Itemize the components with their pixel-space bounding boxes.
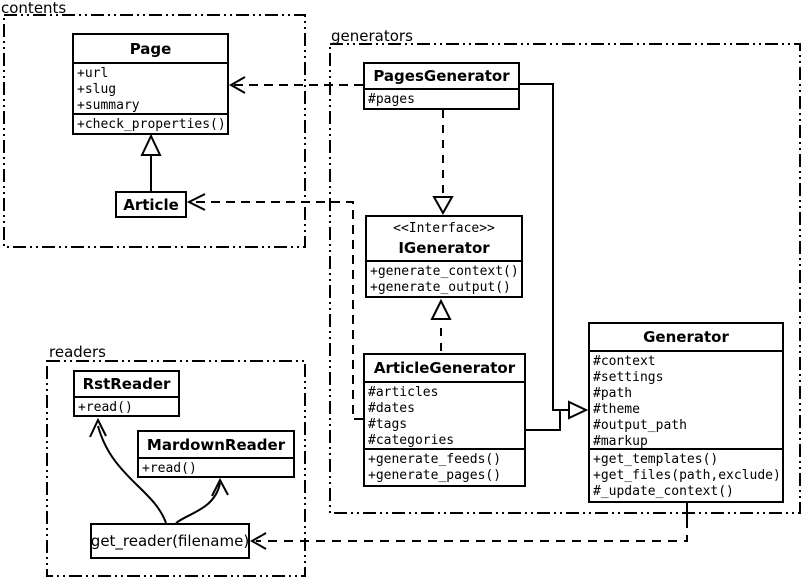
package-readers-border (46, 360, 306, 577)
class-box-article: Article (115, 191, 187, 218)
attribute: #markup (593, 434, 648, 449)
methods-compartment: +check_properties() (74, 113, 227, 133)
method: +read() (78, 400, 133, 415)
method: #_update_context() (593, 484, 734, 499)
methods-compartment: +read() (75, 396, 178, 415)
dependency-articlegenerator-article-line (193, 201, 363, 420)
attributes-compartment: #pages (365, 88, 518, 108)
attribute: #tags (368, 417, 408, 432)
function-box-get-reader: get_reader(filename) (90, 523, 250, 559)
method: +generate_feeds() (368, 452, 502, 467)
generalization-articlegenerator-generator-line (526, 411, 561, 431)
method: +generate_context() (370, 264, 519, 279)
attribute: +slug (77, 82, 117, 97)
dependency-articlegenerator-article-arrowhead-icon (186, 193, 206, 211)
edge-getreader-rstreader-curve (97, 425, 167, 524)
package-contents-border (3, 14, 306, 248)
method: +generate_pages() (368, 468, 502, 483)
class-box-rstreader: RstReader +read() (73, 370, 180, 417)
class-header: <<Interface>> IGenerator (367, 217, 521, 260)
attribute: #settings (593, 370, 664, 385)
class-title: PagesGenerator (373, 67, 510, 85)
method: +generate_output() (370, 280, 511, 295)
package-label-contents: contents (1, 0, 67, 17)
attribute: #pages (368, 92, 415, 107)
package-generators-border (329, 43, 801, 514)
function-label: get_reader(filename) (90, 532, 250, 550)
class-title: Generator (643, 328, 729, 346)
edge-getreader-markdownreader-arrowhead-icon (211, 477, 229, 497)
class-title: IGenerator (398, 238, 490, 257)
realization-articlegenerator-igenerator-triangle-icon (430, 298, 452, 320)
class-box-page: Page +url +slug +summary +check_properti… (72, 33, 229, 135)
attribute: +summary (77, 98, 140, 113)
class-box-igenerator: <<Interface>> IGenerator +generate_conte… (365, 215, 523, 298)
class-title: Page (129, 39, 172, 58)
attributes-compartment: +url +slug +summary (74, 62, 227, 113)
generalization-pagesgenerator-generator-line (520, 83, 569, 411)
attributes-compartment: #context #settings #path #theme #output_… (590, 350, 782, 449)
class-title: RstReader (82, 375, 171, 393)
dependency-generator-getreader-arrowhead-icon (249, 532, 267, 550)
edge-getreader-rstreader-arrowhead-icon (89, 417, 107, 438)
method: +get_templates() (593, 452, 719, 467)
generalization-generator-triangle-icon (568, 400, 589, 420)
package-label-generators: generators (331, 27, 413, 45)
class-box-generator: Generator #context #settings #path #them… (588, 322, 784, 503)
attribute: #categories (368, 433, 455, 448)
methods-compartment: +get_templates() +get_files(path,exclude… (590, 448, 782, 501)
attribute: #context (593, 354, 656, 369)
attribute: #articles (368, 385, 439, 400)
attribute: +url (77, 66, 109, 81)
attribute: #path (593, 386, 633, 401)
class-box-pagesgenerator: PagesGenerator #pages (363, 62, 520, 110)
realization-pagesgenerator-igenerator-triangle-icon (432, 196, 454, 216)
edge-getreader-markdownreader-curve (175, 482, 221, 524)
generalization-article-page-triangle-icon (140, 133, 162, 156)
attribute: #dates (368, 401, 415, 416)
methods-compartment: +generate_feeds() +generate_pages() (365, 448, 524, 485)
package-label-readers: readers (49, 343, 106, 361)
class-title: ArticleGenerator (373, 359, 516, 377)
dependency-pagesgenerator-page-arrowhead-icon (228, 76, 246, 94)
class-title: MardownReader (146, 435, 286, 454)
attribute: #output_path (593, 418, 687, 433)
dependency-generator-getreader-line (256, 519, 688, 542)
attributes-compartment: #articles #dates #tags #categories (365, 381, 524, 448)
method: +check_properties() (77, 117, 226, 132)
attribute: #theme (593, 402, 640, 417)
stereotype-label: <<Interface>> (393, 221, 495, 236)
class-box-markdownreader: MardownReader +read() (137, 430, 295, 478)
methods-compartment: +read() (139, 457, 293, 476)
class-title: Article (123, 195, 179, 214)
class-box-articlegenerator: ArticleGenerator #articles #dates #tags … (363, 353, 526, 487)
method: +get_files(path,exclude) (593, 468, 781, 483)
method: +read() (142, 461, 197, 476)
methods-compartment: +generate_context() +generate_output() (367, 260, 521, 296)
